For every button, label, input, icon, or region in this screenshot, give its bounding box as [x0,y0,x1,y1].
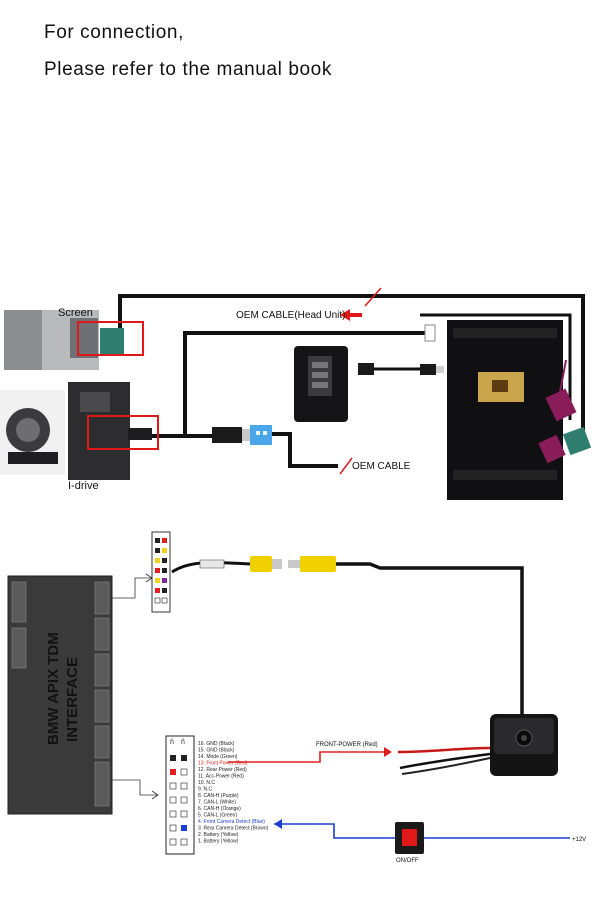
pin-15: 15. GND (Black) [198,748,235,754]
pin-connector-16: ñ ñ [165,735,195,855]
idrive-highlight-box [87,415,159,450]
usb-plug-right [420,364,436,375]
intro-line-1: For connection, [44,22,184,43]
video-cable [336,562,524,718]
pin-11: 11. Acc-Power (Red) [198,774,244,780]
front-power-wire [228,751,390,763]
oem-cable-line [268,432,338,468]
pin-7: 7. CAN-L (White) [198,800,236,806]
rca-plug-female [250,556,282,572]
blue-plug [250,425,272,445]
pin-12: 12. Rear Power (Red) [198,767,247,773]
camera-wire-black-2 [401,757,491,775]
idrive-label: I-drive [68,480,99,492]
rca-label-sleeve [199,559,225,569]
front-camera-detect-wire [274,823,395,839]
camera-wire-red [397,746,491,754]
fakra-connector-violet [545,359,577,422]
oem-cable-head-unit-line [118,294,585,430]
pin-2: 2. Battery (Yellow) [198,832,239,838]
pin-14: 14. Mode (Green) [198,754,238,760]
white-connector [424,324,436,342]
interface-title-2: INTERFACE [64,657,81,742]
pin-4: 4. Front Camera Detect (Blue) [198,819,265,825]
pin-16: 16. GND (Black) [198,741,235,747]
control-module [294,346,348,422]
screen-highlight-box [77,321,144,356]
intro-line-2: Please refer to the manual book [44,59,332,80]
bottom-wiring-diagram: BMW APIX TDM INTERFACE [7,531,586,864]
camera [490,714,558,776]
pin-5: 5. CAN-L (Green) [198,813,237,819]
rca-plug-male [288,556,336,572]
pin-8: 8. CAN-H (Purple) [198,793,239,799]
screen-photo [4,310,124,370]
pin-3: 3. Rear Camera Detect (Brown) [198,826,269,832]
oem-cable-label: OEM CABLE [352,461,411,472]
fakra-connector-violet-lower [538,434,566,464]
interface-box [7,575,113,815]
interface-title-1: BMW APIX TDM [45,632,62,745]
pin-1: 1. Battery (Yellow) [198,839,239,845]
screen-label: Screen [58,307,93,319]
idrive-photo [0,382,152,480]
svg-text:ñ: ñ [181,739,185,746]
usb-plug-left [358,363,374,375]
switch-label: ON/OFF [396,858,419,864]
pin-list: 16. GND (Black) 15. GND (Black) 14. Mode… [198,741,269,845]
plus12v-label: +12V [572,837,586,843]
pin-9: 9. N.C [198,787,213,793]
red-arrow-icon [340,309,362,321]
svg-text:ñ: ñ [170,739,174,746]
lvds-cable-line [183,331,425,438]
fakra-connector-green [562,426,592,456]
front-power-label: FRONT-POWER (Red) [316,742,378,748]
camera-wire-black [399,752,491,770]
pin-13: 13. Front Power (Red) [198,761,248,767]
top-connection-diagram: Screen I-drive [0,287,592,500]
screen-cable-right [420,313,572,420]
pin-6: 6. CAN-H (Orange) [198,806,241,812]
small-connector [151,531,171,613]
pin-10: 10. N.C [198,780,215,786]
head-unit-box [447,320,563,500]
inline-connector [212,427,242,443]
oem-cable-head-unit-label: OEM CABLE(Head Unit) [236,310,345,321]
onoff-switch [395,822,424,854]
